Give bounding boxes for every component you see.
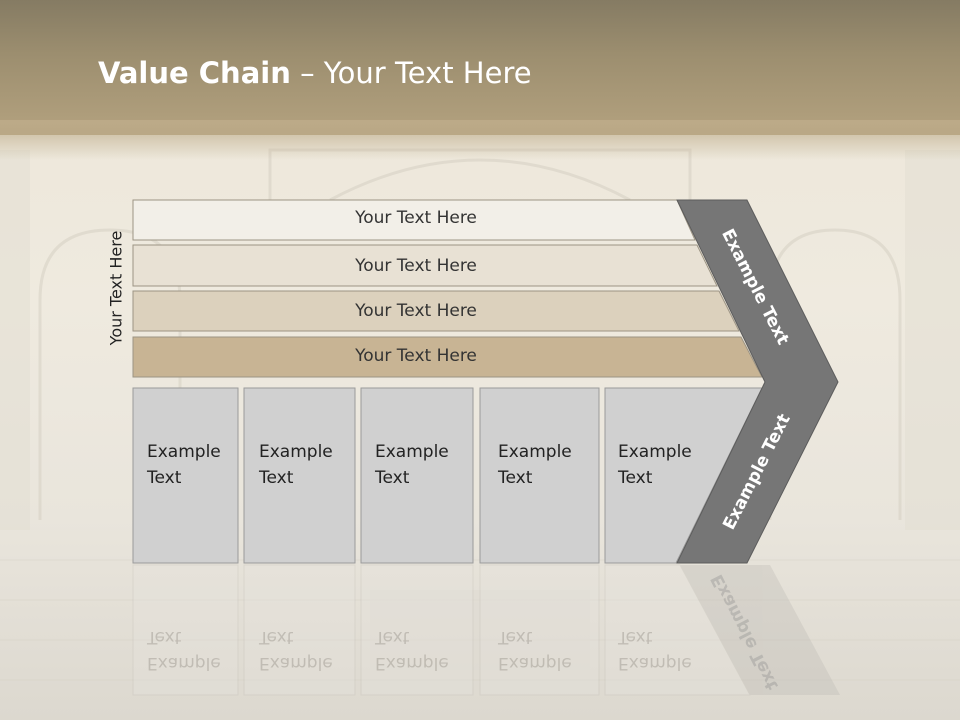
box-3-reflection-text: Example Text: [375, 624, 449, 676]
reflection-group: [132, 564, 840, 696]
box-reflection: [604, 564, 751, 696]
box-5-reflection-text: Example Text: [618, 624, 692, 676]
box-reflection: [360, 564, 474, 696]
box-5[interactable]: [604, 387, 763, 564]
box-3-line1: Example: [375, 442, 449, 462]
bar-2-label: Your Text Here: [355, 256, 477, 276]
bar-4[interactable]: [132, 336, 763, 378]
box-reflection: [243, 564, 356, 696]
box-2-reflection-line2: Text: [259, 627, 294, 647]
title-rest: – Your Text Here: [290, 56, 532, 90]
box-5-reflection-line1: Example: [618, 653, 692, 673]
box-4-line1: Example: [498, 442, 572, 462]
bar-3-label: Your Text Here: [355, 301, 477, 321]
box-1-line2: Text: [147, 468, 182, 488]
box-5-line2: Text: [618, 468, 653, 488]
box-2[interactable]: [243, 387, 356, 564]
bar-3[interactable]: [132, 290, 740, 332]
box-5-reflection-line2: Text: [618, 627, 653, 647]
box-4-reflection-line2: Text: [498, 627, 533, 647]
box-4[interactable]: [479, 387, 600, 564]
slide-title: Value Chain – Your Text Here: [98, 56, 532, 90]
chevron-arrow[interactable]: [676, 199, 839, 564]
banner-fade: [0, 120, 960, 160]
bar-1-label: Your Text Here: [355, 208, 477, 228]
box-3-reflection-line2: Text: [375, 627, 410, 647]
box-reflection: [132, 564, 239, 696]
box-1-reflection-line2: Text: [147, 627, 182, 647]
box-2-reflection-line1: Example: [259, 653, 333, 673]
box-reflection: [479, 564, 600, 696]
title-banner: [0, 0, 960, 135]
box-1-reflection-line1: Example: [147, 653, 221, 673]
bar-2[interactable]: [132, 244, 718, 287]
box-3[interactable]: [360, 387, 474, 564]
box-2-line2: Text: [259, 468, 294, 488]
chevron-reflection: [680, 565, 840, 695]
box-1-line1: Example: [147, 442, 221, 462]
box-2-reflection-text: Example Text: [259, 624, 333, 676]
side-label: Your Text Here: [106, 230, 126, 346]
bar-1[interactable]: [132, 199, 696, 241]
box-4-line2: Text: [498, 468, 533, 488]
title-bold: Value Chain: [98, 56, 291, 90]
box-5-line1: Example: [618, 442, 692, 462]
box-1[interactable]: [132, 387, 239, 564]
box-1-reflection-text: Example Text: [147, 624, 221, 676]
box-2-line1: Example: [259, 442, 333, 462]
box-4-reflection-line1: Example: [498, 653, 572, 673]
box-3-line2: Text: [375, 468, 410, 488]
box-4-reflection-text: Example Text: [498, 624, 572, 676]
box-3-reflection-line1: Example: [375, 653, 449, 673]
bar-4-label: Your Text Here: [355, 346, 477, 366]
